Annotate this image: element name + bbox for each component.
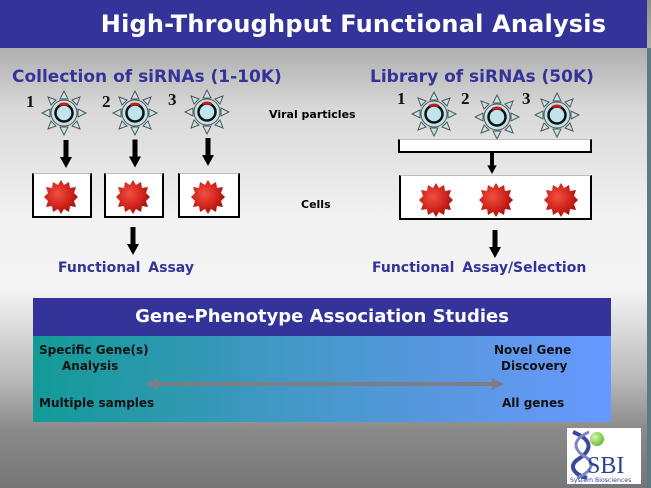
cell-icon (190, 179, 226, 215)
left-top-line2: Analysis (62, 359, 119, 373)
left-number-3: 3 (168, 90, 177, 109)
right-bottom-label: All genes (502, 396, 565, 410)
cell-well (178, 173, 240, 218)
cell-icon (543, 182, 579, 218)
title-bar: High-Throughput Functional Analysis (0, 0, 647, 48)
right-number-3: 3 (522, 89, 531, 108)
down-arrow-icon (202, 137, 214, 167)
left-top-line1: Specific Gene(s) (39, 343, 149, 357)
double-arrow-icon (146, 378, 504, 390)
left-panel-heading: Collection of siRNAs (1-10K) (12, 67, 282, 87)
right-number-1: 1 (397, 89, 406, 108)
left-assay-label: Functional Assay (58, 260, 194, 276)
down-arrow-icon (127, 227, 139, 255)
down-arrow-icon (129, 139, 141, 168)
gene-phenotype-spectrum: Specific Gene(s) Analysis Multiple sampl… (33, 336, 611, 422)
left-number-2: 2 (102, 92, 111, 111)
cell-well (32, 173, 92, 218)
cell-icon (43, 179, 79, 215)
cell-icon (478, 182, 514, 218)
right-top-line1: Novel Gene (494, 343, 572, 357)
gene-phenotype-heading: Gene-Phenotype Association Studies (33, 298, 611, 336)
cell-well (104, 173, 164, 218)
down-arrow-icon (60, 140, 72, 168)
viral-particle-icon (411, 91, 457, 137)
sbi-logo: SBI System Biosciences (567, 428, 641, 484)
cell-icon (115, 179, 151, 215)
right-number-2: 2 (461, 89, 470, 108)
viral-particle-icon (41, 90, 87, 136)
down-arrow-icon (486, 152, 498, 174)
slide-edge (647, 48, 651, 488)
cell-icon (418, 182, 454, 218)
logo-company-name: System Biosciences (570, 477, 631, 484)
right-top-line2: Discovery (501, 359, 568, 373)
down-arrow-icon (489, 230, 501, 258)
left-number-1: 1 (26, 92, 35, 111)
viral-particles-label: Viral particles (269, 108, 356, 121)
viral-particle-icon (474, 94, 520, 140)
left-bottom-label: Multiple samples (39, 396, 155, 410)
right-panel-heading: Library of siRNAs (50K) (370, 67, 594, 87)
viral-particle-icon (112, 90, 158, 136)
right-assay-label: Functional Assay/Selection (372, 260, 587, 276)
pooled-cell-well (399, 175, 592, 220)
logo-letters: SBI (587, 453, 624, 479)
sbi-logo-graphic: SBI System Biosciences (570, 430, 631, 484)
viral-particle-icon (534, 92, 580, 138)
slide-title: High-Throughput Functional Analysis (100, 10, 607, 38)
viral-particle-icon (184, 89, 230, 135)
gene-phenotype-panel: Gene-Phenotype Association Studies Speci… (33, 298, 611, 422)
cells-label: Cells (301, 198, 331, 211)
pooling-bracket (398, 139, 592, 153)
